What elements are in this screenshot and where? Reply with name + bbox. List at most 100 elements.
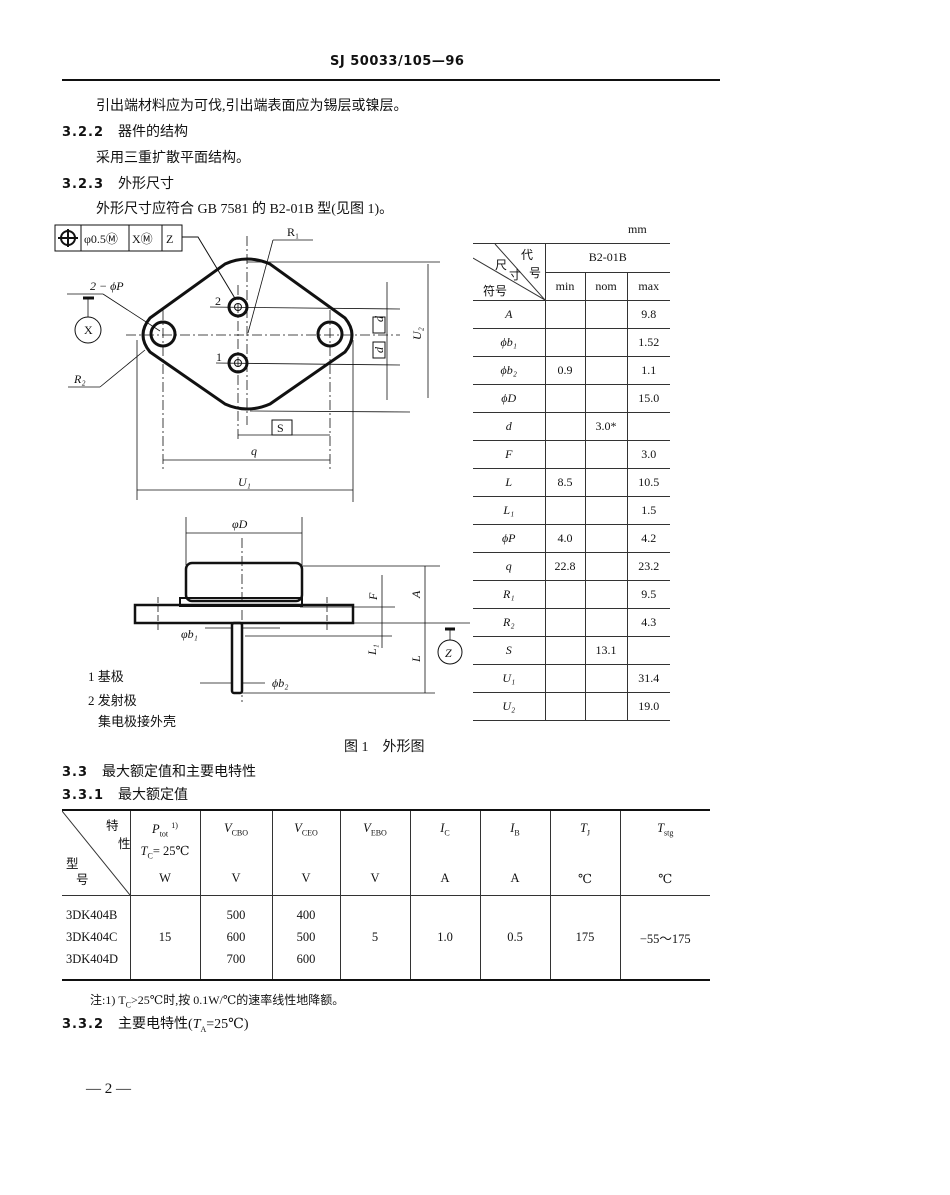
cell-max: 1.5 xyxy=(626,496,670,525)
param-symbol: VEBO xyxy=(341,821,410,838)
cell-symbol: ϕb₁ xyxy=(473,328,546,357)
fcf-tolerance: φ0.5Ⓜ xyxy=(84,232,118,246)
cell-min xyxy=(544,664,586,693)
corner-top2: 性 xyxy=(118,837,131,851)
cell-max: 1.1 xyxy=(626,356,670,385)
model-list: 3DK404B 3DK404C 3DK404D xyxy=(62,896,130,980)
note-prefix: 注:1) T xyxy=(90,993,126,1007)
cell-min xyxy=(544,636,586,665)
section-number: 3.3 xyxy=(62,765,89,780)
cell-symbol: q xyxy=(473,552,546,581)
vceo: 500 xyxy=(296,930,316,945)
flange-outline xyxy=(141,257,354,411)
ta-sub: A xyxy=(200,1024,207,1034)
cell-symbol: ϕb₂ xyxy=(473,356,546,385)
ic-value: 1.0 xyxy=(409,895,480,980)
cell-max: 23.2 xyxy=(626,552,670,581)
unit-label: mm xyxy=(628,222,647,236)
subscript: J xyxy=(586,828,591,838)
cell-min xyxy=(544,300,586,329)
label-u2: U₂ xyxy=(410,327,424,340)
label-l1: L₁ xyxy=(365,644,379,656)
legend-pin1: 1 基极 xyxy=(88,669,124,684)
center-lines xyxy=(126,236,400,470)
cell-nom xyxy=(584,496,628,525)
model: 3DK404D xyxy=(66,952,119,967)
cell-symbol: ϕP xyxy=(473,524,546,553)
subscript: stg xyxy=(664,828,674,838)
corner-diagonal xyxy=(62,811,130,895)
cell-nom: 13.1 xyxy=(584,636,628,665)
section-number: 3.3.2 xyxy=(62,1017,105,1032)
cell-min: 8.5 xyxy=(544,468,586,497)
label-d-lower: d xyxy=(372,346,386,353)
subscript: tot xyxy=(159,829,169,839)
param-symbol: IC xyxy=(411,821,480,838)
cond-symbol: T xyxy=(140,843,148,858)
cell-min xyxy=(544,440,586,469)
cell-symbol: R₂ xyxy=(473,608,546,637)
cell-nom xyxy=(584,692,628,721)
lead-material-text: 引出端材料应为可伐,引出端表面应为锡层或镍层。 xyxy=(96,99,408,114)
fcf-datum-x: XⓂ xyxy=(132,232,153,246)
cell-min xyxy=(544,328,586,357)
corner-top1: 特 xyxy=(106,819,119,833)
section-number: 3.2.3 xyxy=(62,177,105,192)
unit: ℃ xyxy=(658,872,673,886)
side-view-dimensions xyxy=(157,517,470,702)
cell-nom xyxy=(584,664,628,693)
label-datum-z: Z xyxy=(445,646,452,660)
outline-text: 外形尺寸应符合 GB 7581 的 B2-01B 型(见图 1)。 xyxy=(96,202,394,217)
cell-symbol: d xyxy=(473,412,546,441)
lead-pin xyxy=(230,621,244,695)
label-f: F xyxy=(366,592,380,601)
section-title: 主要电特性( xyxy=(118,1017,193,1032)
header-rule xyxy=(62,79,720,81)
param-symbol: Tstg xyxy=(621,821,711,838)
column-header: TJ℃ xyxy=(549,810,620,896)
model: 3DK404C xyxy=(66,930,118,945)
corner-top: 代 xyxy=(521,248,534,262)
symbol: V xyxy=(223,821,232,835)
corner-header: 特 性 型 号 xyxy=(62,810,131,896)
cell-nom xyxy=(584,580,628,609)
label-l: L xyxy=(409,655,423,663)
cell-min xyxy=(544,692,586,721)
label-phi-d: φD xyxy=(232,517,248,531)
cell-symbol: ϕD xyxy=(473,384,546,413)
dimension-lines xyxy=(67,239,440,502)
cell-min: 4.0 xyxy=(544,524,586,553)
cell-max: 31.4 xyxy=(626,664,670,693)
ta-value: =25℃) xyxy=(206,1017,249,1032)
vceo: 600 xyxy=(296,952,316,967)
label-b1: φb₁ xyxy=(181,627,198,641)
structure-text: 采用三重扩散平面结构。 xyxy=(96,151,250,166)
cell-nom xyxy=(584,356,628,385)
figure-caption: 图 1 外形图 xyxy=(344,740,425,755)
cell-symbol: L xyxy=(473,468,546,497)
subscript: B xyxy=(514,828,520,838)
section-number: 3.2.2 xyxy=(62,125,105,140)
subscript: CBO xyxy=(231,828,249,838)
datum-x-symbol xyxy=(74,316,102,344)
symbol: P xyxy=(152,822,160,837)
legend-collector: 集电极接外壳 xyxy=(98,714,177,729)
label-pin2: 2 xyxy=(215,294,221,308)
column-header: Tstg ℃ xyxy=(619,810,711,896)
param-symbol: VCBO xyxy=(201,821,272,838)
flange-side xyxy=(133,603,355,625)
cell-min: 22.8 xyxy=(544,552,586,581)
corner-diagonals xyxy=(473,244,545,300)
vcbo: 700 xyxy=(226,952,246,967)
package-header: B2-01B xyxy=(544,243,670,273)
label-d-upper: d xyxy=(372,315,386,322)
